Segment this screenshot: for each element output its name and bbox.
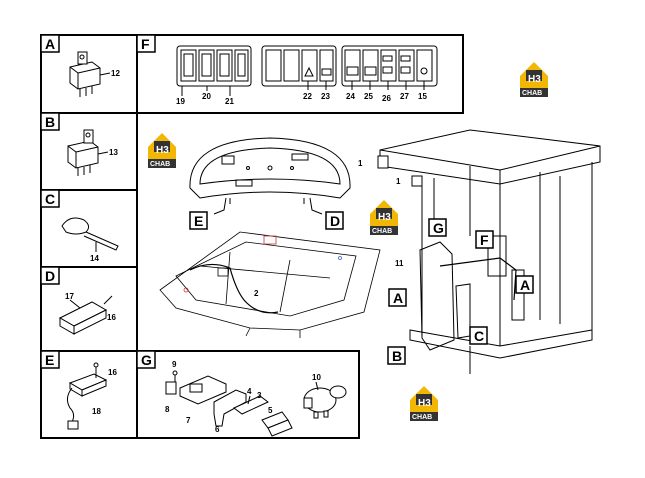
part-3-label: 3	[257, 391, 262, 400]
part-16-label-e: 16	[108, 368, 117, 377]
instrument-cluster-drawing	[189, 137, 351, 215]
part-26-label: 26	[382, 94, 391, 103]
part-23-label: 23	[321, 92, 330, 101]
relay-a-drawing	[69, 51, 111, 97]
switch-bank-1	[176, 45, 252, 96]
callout-c: C	[474, 328, 484, 344]
callout-f: F	[480, 232, 489, 248]
callout-b: B	[392, 348, 402, 364]
module-d-drawing	[58, 295, 113, 335]
panel-b-letter: B	[45, 114, 55, 130]
part-13-label: 13	[109, 148, 118, 157]
module-e-drawing	[66, 362, 108, 430]
part-20-label: 20	[202, 92, 211, 101]
bracket-assembly-drawing	[165, 370, 293, 437]
part-16-label-d: 16	[107, 313, 116, 322]
part-10-label: 10	[312, 373, 321, 382]
brand-logo: H3 CHAB	[148, 133, 176, 168]
part-14-label: 14	[90, 254, 99, 263]
part-17-label: 17	[65, 292, 74, 301]
panel-a-letter: A	[45, 36, 55, 52]
panel-frames	[40, 34, 464, 439]
switch-bank-2	[261, 45, 337, 90]
callout-e: E	[194, 213, 203, 229]
cab-floor-drawing	[159, 231, 381, 338]
part-1-label-a: 1	[358, 159, 363, 168]
brand-logo: H3 CHAB	[370, 200, 398, 235]
part-24-label: 24	[346, 92, 355, 101]
panel-d-letter: D	[45, 268, 55, 284]
part-22-label: 22	[303, 92, 312, 101]
part-7-label: 7	[186, 416, 191, 425]
part-21-label: 21	[225, 97, 234, 106]
cable-tie-drawing	[61, 217, 119, 252]
callout-g: G	[433, 220, 444, 236]
part-2-label: 2	[254, 289, 259, 298]
brand-logo: H3 CHAB	[520, 62, 548, 97]
svg-text:H3: H3	[528, 74, 541, 85]
svg-text:H3: H3	[378, 212, 391, 223]
panel-c-letter: C	[45, 191, 55, 207]
part-6-label: 6	[215, 425, 220, 434]
part-12-label: 12	[111, 69, 120, 78]
panel-e-letter: E	[45, 352, 54, 368]
callout-d: D	[330, 213, 340, 229]
panel-f-letter: F	[141, 36, 150, 52]
cab-callout-boxes	[387, 218, 534, 365]
panel-letter-tags	[40, 34, 156, 369]
part-27-label: 27	[400, 92, 409, 101]
part-11-label: 11	[395, 259, 404, 268]
callout-a-left: A	[393, 290, 403, 306]
svg-text:CHAB: CHAB	[150, 161, 170, 168]
relay-b-drawing	[67, 129, 109, 176]
part-19-label: 19	[176, 97, 185, 106]
ignition-switch-drawing	[303, 381, 347, 419]
callout-a-right: A	[520, 277, 530, 293]
part-15-label: 15	[418, 92, 427, 101]
part-9-label: 9	[172, 360, 177, 369]
switch-bank-3	[341, 45, 438, 90]
svg-text:CHAB: CHAB	[522, 90, 542, 97]
part-5-label: 5	[268, 406, 273, 415]
part-25-label: 25	[364, 92, 373, 101]
panel-g-letter: G	[141, 352, 152, 368]
part-4-label: 4	[247, 387, 252, 396]
svg-text:H3: H3	[156, 145, 169, 156]
brand-logo: H3 CHAB	[410, 386, 438, 421]
part-8-label: 8	[165, 405, 170, 414]
part-18-label: 18	[92, 407, 101, 416]
part-1-label-b: 1	[396, 177, 401, 186]
svg-text:H3: H3	[418, 398, 431, 409]
svg-text:CHAB: CHAB	[372, 228, 392, 235]
svg-text:CHAB: CHAB	[412, 414, 432, 421]
cab-frame-drawing	[377, 129, 601, 374]
dash-callout-boxes	[189, 211, 344, 230]
